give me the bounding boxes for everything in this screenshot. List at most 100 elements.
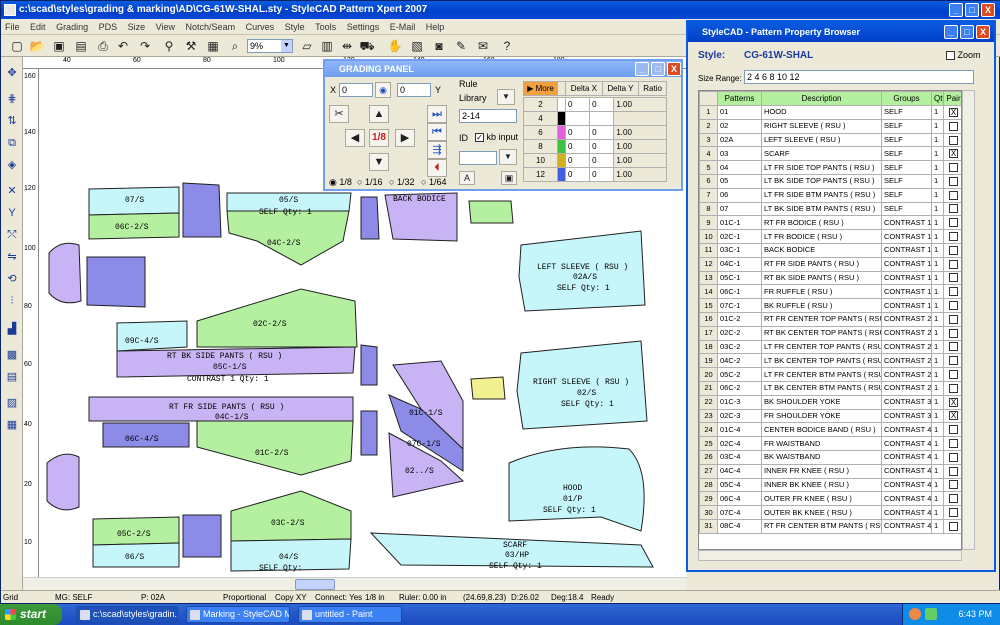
- delta-x-cell[interactable]: 0: [564, 153, 591, 168]
- target-icon[interactable]: ◉: [375, 82, 391, 98]
- pair-cell[interactable]: [943, 270, 961, 286]
- menu-edit[interactable]: Edit: [30, 22, 46, 32]
- pattern-piece[interactable]: [384, 192, 458, 242]
- group-cell[interactable]: SELF: [881, 201, 932, 217]
- grade-prev-icon[interactable]: ⏮: [427, 123, 447, 141]
- y-axis-icon[interactable]: Y: [8, 207, 16, 219]
- group-cell[interactable]: CONTRAST 2: [881, 311, 932, 327]
- group-cell[interactable]: CONTRAST 1: [881, 256, 932, 272]
- group-cell[interactable]: CONTRAST 4: [881, 436, 932, 451]
- pattern-cell[interactable]: 08C-4: [717, 518, 762, 534]
- kb-input-checkbox[interactable]: ✓ kb input: [475, 132, 518, 143]
- description-cell[interactable]: INNER FR KNEE ( RSU ): [761, 463, 882, 479]
- qty-cell[interactable]: 1: [931, 215, 944, 231]
- pattern-piece[interactable]: [369, 532, 654, 568]
- email-icon[interactable]: ✉: [477, 39, 489, 53]
- qty-cell[interactable]: 1: [931, 298, 944, 313]
- start-button[interactable]: start: [0, 604, 62, 625]
- group-cell[interactable]: CONTRAST 4: [881, 463, 932, 479]
- pattern-piece[interactable]: [196, 288, 358, 348]
- description-cell[interactable]: LT BK CENTER TOP PANTS ( RSU ): [761, 353, 882, 369]
- pair-cell[interactable]: [943, 380, 961, 396]
- delta-x-cell[interactable]: 0: [564, 125, 591, 140]
- pattern-cell[interactable]: 01C-2: [717, 311, 762, 327]
- pair-checkbox[interactable]: [949, 425, 958, 435]
- pair-checkbox[interactable]: X: [949, 107, 958, 117]
- group-cell[interactable]: CONTRAST 4: [881, 505, 932, 520]
- pair-cell[interactable]: [943, 463, 961, 479]
- pair-checkbox[interactable]: [949, 218, 958, 228]
- save-icon[interactable]: ▣: [501, 171, 517, 185]
- pair-cell[interactable]: [943, 173, 961, 189]
- pattern-piece[interactable]: [182, 182, 222, 238]
- description-cell[interactable]: RT BK CENTER TOP PANTS ( RSU ): [761, 325, 882, 341]
- pattern-cell[interactable]: 02C-2: [717, 325, 762, 341]
- pair-checkbox[interactable]: [949, 356, 958, 366]
- menu-pds[interactable]: PDS: [98, 22, 118, 32]
- pair-cell[interactable]: [943, 491, 961, 507]
- pieces-icon[interactable]: ▦: [6, 419, 18, 431]
- tray-icon[interactable]: [925, 608, 937, 620]
- pattern-cell[interactable]: 02C-1: [717, 229, 762, 244]
- pair-cell[interactable]: [943, 160, 961, 175]
- scroll-thumb[interactable]: [295, 579, 335, 590]
- pattern-cell[interactable]: 01: [717, 105, 762, 120]
- task-stylecad[interactable]: c:\scad\styles\gradin...: [76, 606, 178, 623]
- menu-style[interactable]: Style: [284, 22, 305, 32]
- pair-cell[interactable]: [943, 505, 961, 520]
- fraction-button[interactable]: 1/8: [369, 129, 389, 147]
- group-cell[interactable]: CONTRAST 4: [881, 491, 932, 507]
- property-browser-titlebar[interactable]: StyleCAD - Pattern Property Browser _ □ …: [688, 22, 994, 42]
- measure-icon[interactable]: ⚲: [164, 39, 174, 53]
- maximize-button[interactable]: □: [965, 3, 979, 17]
- minimize-button[interactable]: _: [949, 3, 963, 17]
- delta-x-cell[interactable]: [564, 111, 591, 126]
- wand-icon[interactable]: ✎: [455, 39, 467, 53]
- menu-size[interactable]: Size: [127, 22, 146, 32]
- arrow-down-icon[interactable]: ▼: [369, 153, 389, 171]
- grading-close-button[interactable]: X: [667, 62, 681, 76]
- qty-cell[interactable]: 1: [931, 449, 944, 465]
- pattern-piece[interactable]: [116, 346, 356, 378]
- arrow-up-icon[interactable]: ▲: [369, 105, 389, 123]
- group-cell[interactable]: CONTRAST 1: [881, 270, 932, 286]
- pair-checkbox[interactable]: X: [949, 411, 958, 421]
- group-cell[interactable]: SELF: [881, 132, 932, 148]
- new-file-icon[interactable]: ▢: [11, 39, 23, 53]
- description-cell[interactable]: OUTER BK KNEE ( RSU ): [761, 505, 882, 520]
- pattern-piece[interactable]: [518, 230, 646, 312]
- move-icon[interactable]: ✥: [7, 67, 17, 79]
- description-cell[interactable]: CENTER BODICE BAND ( RSU ): [761, 422, 882, 438]
- pattern-piece[interactable]: [360, 410, 378, 456]
- pair-cell[interactable]: [943, 201, 961, 217]
- delta-y-cell[interactable]: 0: [589, 97, 615, 112]
- ratio-cell[interactable]: 1.00: [613, 139, 667, 154]
- description-cell[interactable]: RT FR CENTER BTM PANTS ( RSU ): [761, 518, 882, 534]
- title-bar[interactable]: c:\scad\styles\grading & marking\AD\CG-6…: [1, 1, 1000, 19]
- group-cell[interactable]: CONTRAST 2: [881, 367, 932, 382]
- ratio-cell[interactable]: 1.00: [613, 125, 667, 140]
- description-cell[interactable]: OUTER FR KNEE ( RSU ): [761, 491, 882, 507]
- group-cell[interactable]: CONTRAST 4: [881, 477, 932, 493]
- ratio-cell[interactable]: 1.00: [613, 97, 667, 112]
- pattern-piece[interactable]: [86, 256, 146, 308]
- qty-cell[interactable]: 1: [931, 491, 944, 507]
- qty-cell[interactable]: 1: [931, 105, 944, 120]
- pattern-cell[interactable]: 04C-2: [717, 353, 762, 369]
- group-cell[interactable]: SELF: [881, 105, 932, 120]
- pair-checkbox[interactable]: [949, 521, 958, 531]
- delta-x-cell[interactable]: 0: [564, 97, 591, 112]
- col-qty[interactable]: Qty: [931, 91, 944, 106]
- pair-cell[interactable]: X: [943, 408, 961, 424]
- qty-cell[interactable]: 1: [931, 284, 944, 300]
- delta-y-cell[interactable]: [589, 111, 615, 126]
- description-cell[interactable]: RT BK SIDE PANTS ( RSU ): [761, 270, 882, 286]
- group-cell[interactable]: CONTRAST 2: [881, 325, 932, 341]
- description-cell[interactable]: LT FR CENTER TOP PANTS ( RSU ): [761, 339, 882, 355]
- pb-close-button[interactable]: X: [976, 25, 990, 39]
- pair-checkbox[interactable]: [949, 259, 958, 269]
